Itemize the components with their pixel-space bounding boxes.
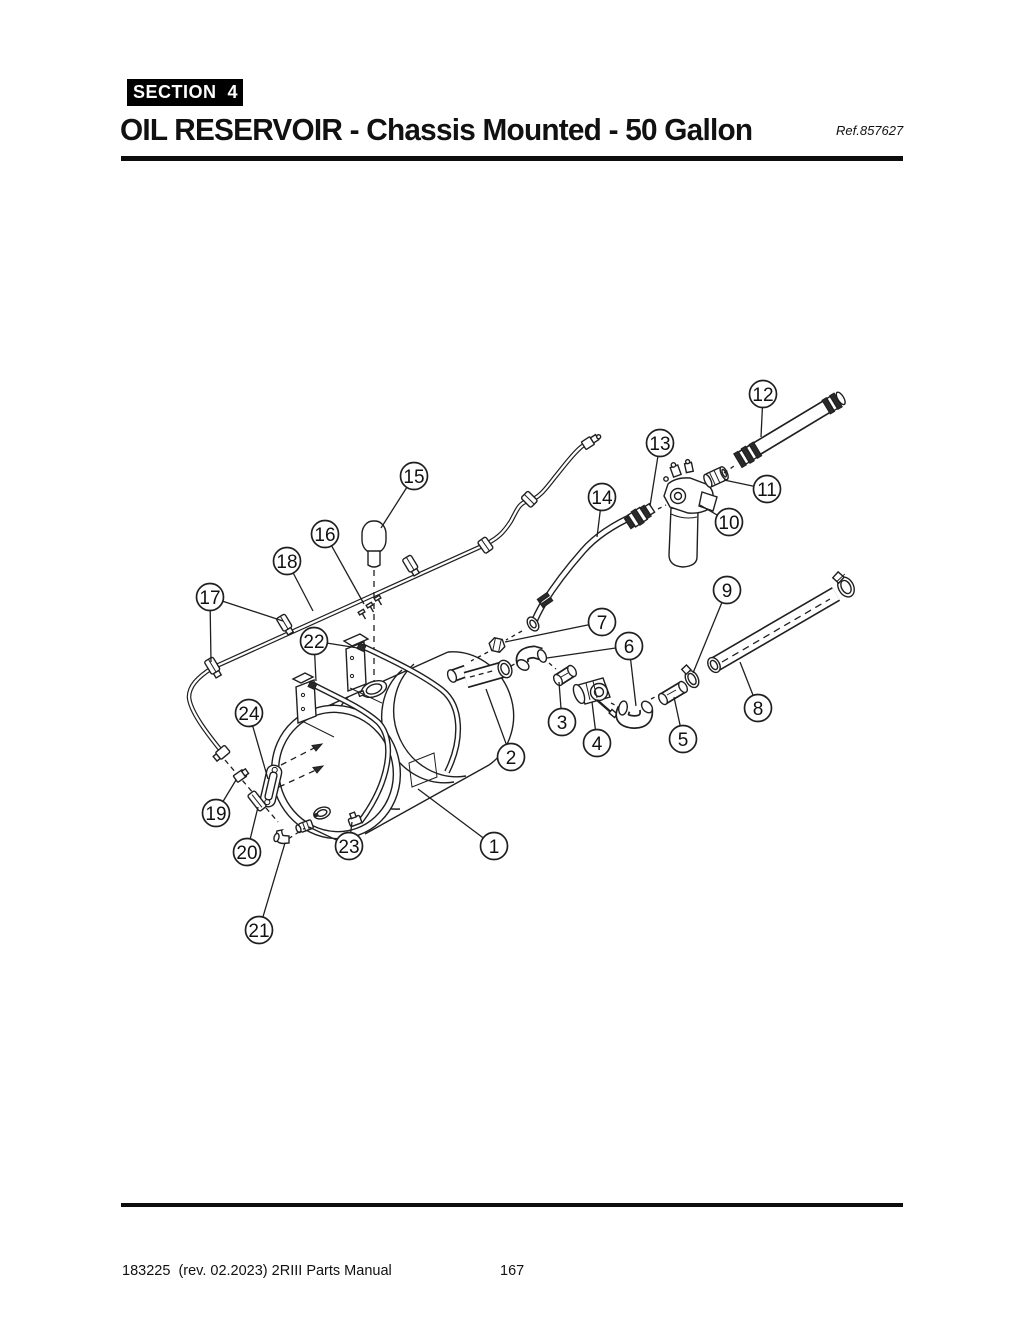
elbow-fitting-b: [615, 700, 654, 730]
callout-15: 15: [380, 461, 429, 529]
svg-text:17: 17: [199, 588, 220, 609]
suction-tube-assembly: [186, 433, 602, 763]
tank-port-stub: [446, 664, 469, 683]
breather-cap: [361, 520, 387, 683]
svg-text:20: 20: [236, 843, 257, 864]
mounting-strap-front: [307, 680, 392, 824]
svg-text:22: 22: [303, 632, 324, 653]
reference-number: Ref.857627: [836, 123, 904, 138]
header-rule: [121, 156, 903, 161]
tube-end-fitting-top: [580, 433, 602, 450]
return-hose: [526, 509, 642, 632]
callout-16: 16: [310, 519, 365, 605]
svg-text:4: 4: [592, 734, 603, 755]
callout-6: 6: [546, 631, 644, 707]
hose-fitting-13: [623, 502, 656, 530]
svg-text:7: 7: [597, 613, 608, 634]
callout-12: 12: [748, 379, 778, 438]
sight-gauge: [259, 764, 283, 808]
suction-pipe-8: [707, 587, 841, 674]
svg-text:14: 14: [591, 488, 613, 509]
svg-text:19: 19: [205, 804, 226, 825]
svg-text:24: 24: [238, 704, 260, 725]
callout-11: 11: [723, 474, 782, 504]
footer-doc-info: 183225 (rev. 02.2023) 2RIII Parts Manual: [122, 1263, 392, 1279]
svg-text:18: 18: [276, 552, 297, 573]
callout-22: 22: [299, 626, 359, 682]
svg-text:11: 11: [757, 480, 777, 501]
hose-stub-3: [552, 664, 578, 687]
svg-text:10: 10: [718, 513, 739, 534]
callout-20: 20: [232, 806, 262, 867]
elbow-fitting-a: [515, 645, 548, 671]
section-badge: SECTION 4: [127, 79, 243, 106]
tube-clamp: [520, 490, 538, 508]
svg-text:16: 16: [314, 525, 335, 546]
svg-text:5: 5: [678, 730, 689, 751]
tube-clamp: [276, 613, 295, 636]
svg-text:13: 13: [649, 434, 670, 455]
pressure-hose: [733, 391, 846, 469]
svg-text:1: 1: [489, 837, 500, 858]
callout-8: 8: [739, 661, 773, 723]
footer-page-number: 167: [500, 1263, 525, 1279]
callout-13: 13: [645, 428, 675, 507]
tank-label: [408, 752, 438, 788]
callout-19: 19: [201, 779, 237, 828]
svg-text:2: 2: [506, 748, 517, 769]
elbow-fitting-gauge: [273, 828, 290, 845]
filler-neck: [357, 679, 388, 699]
tube-clamp: [402, 554, 421, 577]
callout-2: 2: [485, 688, 526, 772]
callout-1: 1: [417, 788, 509, 861]
svg-text:23: 23: [338, 837, 359, 858]
tube-end-fitting-bottom: [212, 744, 231, 763]
pipe-clamp: [831, 570, 855, 598]
filter-fitting-11: [703, 466, 729, 488]
ball-valve: [572, 677, 619, 719]
hex-fitting-7: [488, 637, 506, 653]
callout-24: 24: [234, 698, 269, 780]
svg-text:12: 12: [752, 385, 773, 406]
svg-text:6: 6: [624, 637, 635, 658]
svg-text:15: 15: [403, 467, 424, 488]
gauge-fitting: [232, 767, 250, 783]
callout-14: 14: [587, 482, 617, 538]
svg-text:9: 9: [722, 581, 733, 602]
mounting-strap-rear: [356, 642, 461, 774]
callout-7: 7: [504, 607, 617, 643]
hose-stub-5: [657, 680, 689, 706]
section-label: SECTION 4: [133, 82, 239, 102]
svg-text:21: 21: [248, 921, 269, 942]
drain-plug: [295, 819, 314, 834]
mounting-bracket-rear: [342, 633, 383, 704]
callout-17: 17: [195, 582, 284, 663]
footer-rule: [121, 1203, 903, 1207]
callout-18: 18: [272, 546, 314, 612]
filter-assembly: [663, 458, 718, 568]
tube-clamp: [204, 656, 223, 679]
suction-port-2: [463, 659, 513, 689]
callout-10: 10: [699, 504, 744, 537]
callout-21: 21: [244, 842, 286, 945]
tube-clamp: [477, 536, 494, 554]
filter-top-fittings: [663, 458, 695, 482]
hose-clamp-9: [680, 664, 700, 689]
callout-5: 5: [668, 696, 698, 754]
drain-port: [313, 806, 331, 820]
gauge-tube: [247, 790, 267, 812]
callout-4: 4: [582, 701, 612, 758]
callout-3: 3: [547, 681, 577, 737]
svg-text:8: 8: [753, 699, 764, 720]
hose-end-fitting: [526, 616, 540, 632]
callout-23: 23: [308, 821, 364, 861]
page-title: OIL RESERVOIR - Chassis Mounted - 50 Gal…: [120, 112, 753, 147]
callout-9: 9: [692, 575, 742, 674]
svg-text:3: 3: [557, 713, 568, 734]
mounting-bracket-front: [291, 672, 335, 738]
vent-screws: [357, 594, 383, 620]
